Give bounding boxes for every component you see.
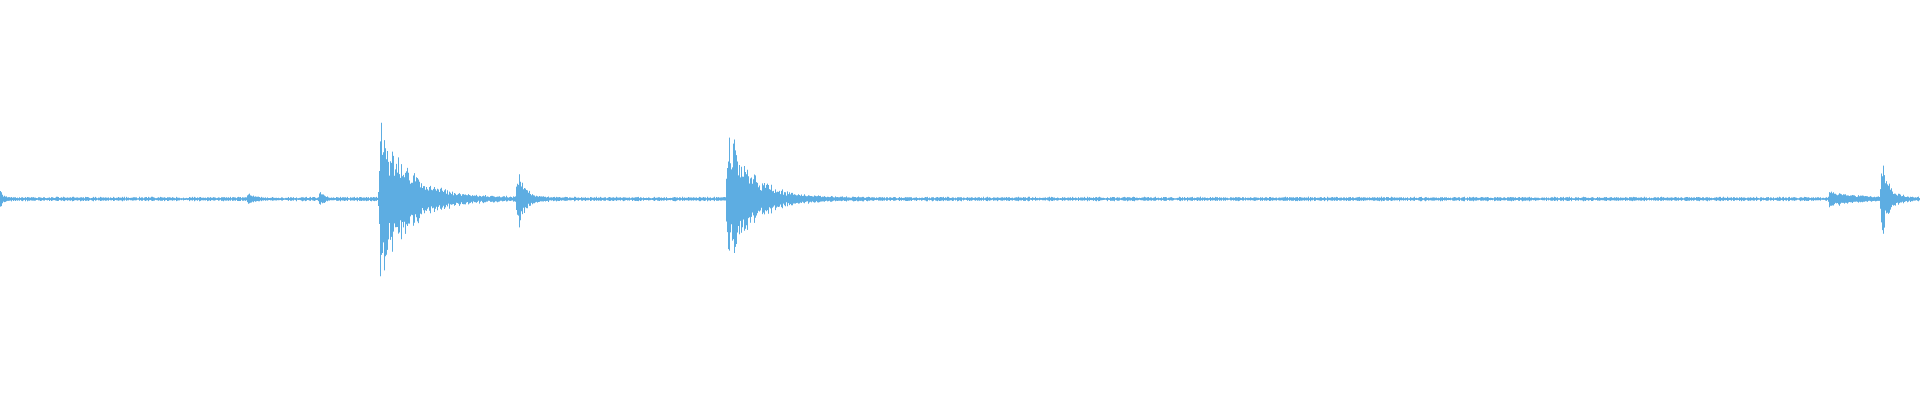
waveform-trace [0,122,1920,277]
waveform-samples [0,122,1920,277]
